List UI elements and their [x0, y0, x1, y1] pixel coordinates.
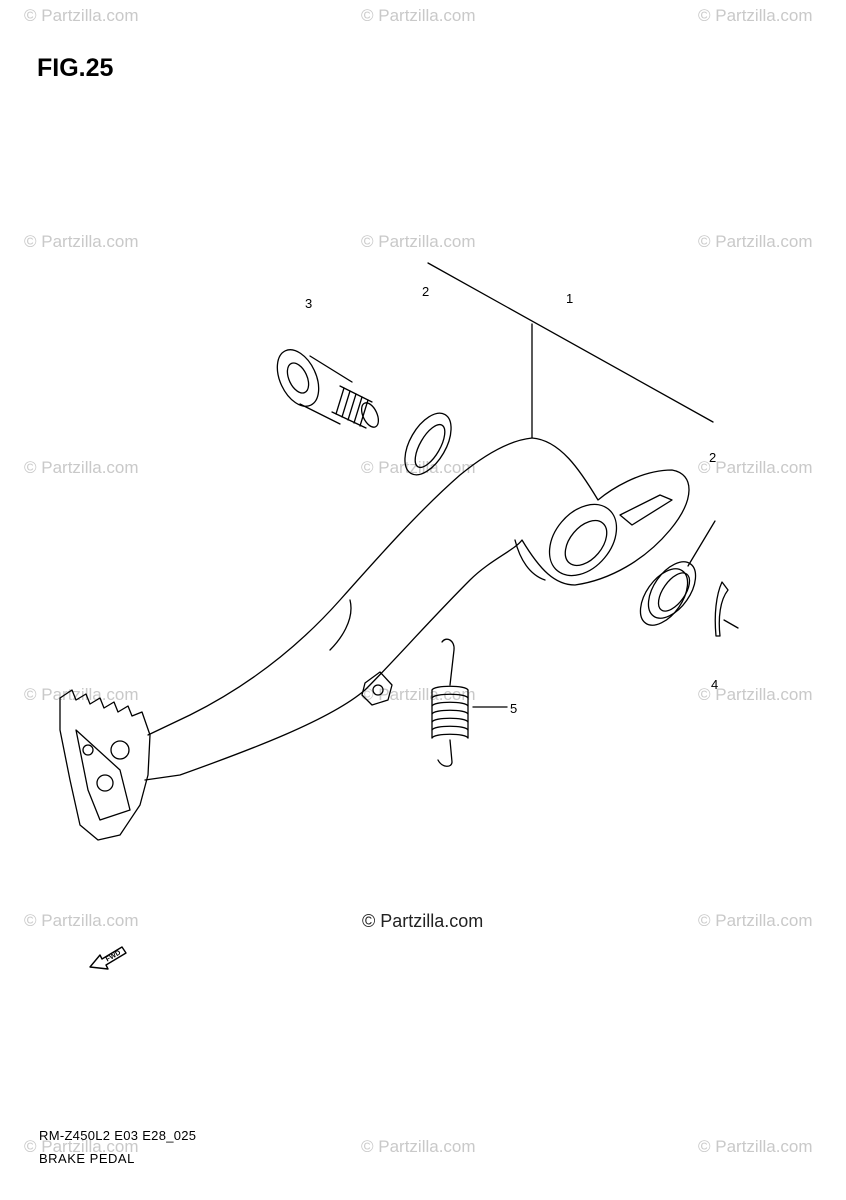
watermark: © Partzilla.com: [698, 458, 813, 477]
watermark: © Partzilla.com: [698, 1137, 813, 1156]
watermark: © Partzilla.com: [24, 685, 139, 704]
leader-line-2-right: [687, 520, 716, 567]
return-spring-part: [431, 638, 469, 767]
oil-seal-part: [639, 561, 697, 626]
callout-4: 4: [711, 677, 719, 692]
pivot-bolt-part: [276, 349, 380, 429]
callout-3: 3: [305, 296, 313, 311]
callout-2-left: 2: [422, 284, 430, 299]
washer-left-part: [404, 412, 452, 476]
watermark: © Partzilla.com: [24, 6, 139, 25]
watermark: © Partzilla.com: [24, 1137, 139, 1156]
diagram-code: RM-Z450L2 E03 E28_025: [39, 1128, 197, 1143]
watermark: © Partzilla.com: [24, 458, 139, 477]
watermark: © Partzilla.com: [698, 685, 813, 704]
watermark: © Partzilla.com: [361, 1137, 476, 1156]
watermark: © Partzilla.com: [698, 6, 813, 25]
center-watermark: © Partzilla.com: [362, 911, 484, 931]
watermark: © Partzilla.com: [24, 911, 139, 930]
watermark: © Partzilla.com: [361, 232, 476, 251]
watermark: © Partzilla.com: [361, 6, 476, 25]
cotter-pin-part: [714, 581, 739, 637]
callout-2-right: 2: [709, 450, 717, 465]
watermark: © Partzilla.com: [361, 685, 476, 704]
callout-5: 5: [510, 701, 518, 716]
diagram-name: BRAKE PEDAL: [39, 1151, 135, 1166]
watermark: © Partzilla.com: [698, 232, 813, 251]
fwd-arrow-icon: FWD: [89, 946, 127, 970]
leader-line-1: [427, 262, 714, 423]
figure-title: FIG.25: [37, 54, 114, 82]
watermark: © Partzilla.com: [698, 911, 813, 930]
callout-1: 1: [566, 291, 574, 306]
watermark: © Partzilla.com: [24, 232, 139, 251]
brake-pedal-part: [59, 437, 690, 841]
